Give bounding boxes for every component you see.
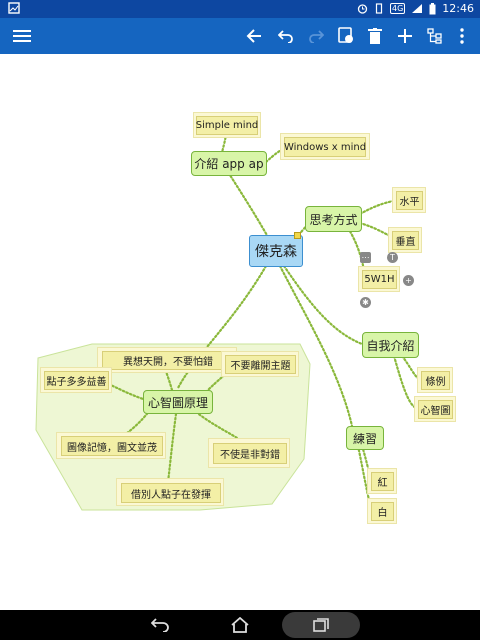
undo-icon — [278, 30, 293, 43]
link-root-principles — [176, 264, 268, 390]
trash-icon — [368, 28, 382, 44]
node-red[interactable]: 紅 — [371, 472, 394, 491]
status-right: 4G 12:46 — [357, 2, 474, 15]
tree-icon — [427, 28, 442, 44]
navigation-bar — [0, 610, 480, 640]
signal-icon — [412, 4, 423, 13]
root-handle[interactable] — [294, 232, 301, 239]
menu-icon — [13, 30, 31, 42]
node-5w1h[interactable]: 5W1H — [362, 270, 397, 289]
link-self-mindmap — [392, 354, 418, 410]
node-mindmap-frame: 心智圖 — [414, 396, 456, 422]
node-list[interactable]: 條例 — [421, 371, 450, 390]
root-node[interactable]: 傑克森 — [249, 235, 303, 267]
node-vertical-frame: 垂直 — [388, 227, 422, 253]
node-principle-1[interactable]: 異想天開，不要怕錯 — [102, 351, 234, 370]
node-horizontal-frame: 水平 — [392, 187, 426, 213]
plus-icon — [398, 29, 412, 43]
menu-button[interactable] — [8, 22, 36, 50]
node-horizontal[interactable]: 水平 — [396, 191, 423, 210]
layout-button[interactable] — [421, 22, 449, 50]
nav-recents-button[interactable] — [307, 615, 335, 635]
text-edit-icon[interactable]: T — [387, 252, 398, 263]
node-red-frame: 紅 — [367, 468, 397, 494]
delete-button[interactable] — [361, 22, 389, 50]
node-intro-windows-frame: Windows x mind — [280, 133, 370, 160]
home-icon — [231, 617, 249, 633]
link-root-intro — [226, 170, 274, 246]
style-button[interactable] — [332, 22, 360, 50]
arrow-left-icon — [246, 29, 261, 43]
clock: 12:46 — [442, 2, 474, 15]
node-practice[interactable]: 練習 — [346, 426, 384, 450]
node-principle-3[interactable]: 點子多多益善 — [44, 371, 109, 390]
node-self[interactable]: 自我介紹 — [362, 332, 419, 358]
link-root-practice — [278, 264, 354, 428]
node-intro-windows[interactable]: Windows x mind — [284, 137, 366, 157]
node-intro-simplemind[interactable]: Simple mind — [196, 116, 258, 135]
vibrate-icon — [375, 3, 383, 14]
node-principle-5[interactable]: 不使是非對錯 — [213, 443, 287, 464]
node-vertical[interactable]: 垂直 — [392, 231, 419, 250]
recents-pill — [282, 612, 360, 638]
more-button[interactable] — [448, 22, 476, 50]
node-menu-icon[interactable]: ⋯ — [360, 252, 371, 263]
node-5w1h-frame: 5W1H — [358, 266, 400, 292]
more-vert-icon — [460, 28, 464, 44]
status-left — [8, 2, 20, 17]
node-principle-2-frame: 不要離開主題 — [221, 351, 299, 377]
settings-gear-icon[interactable]: ✱ — [360, 297, 371, 308]
back-button[interactable] — [240, 22, 268, 50]
node-principle-4-frame: 圖像記憶，圖文並茂 — [56, 432, 166, 459]
node-intro-simplemind-frame: Simple mind — [193, 112, 261, 138]
node-principles[interactable]: 心智圖原理 — [143, 390, 213, 414]
redo-button[interactable] — [302, 22, 330, 50]
node-principle-6[interactable]: 借別人點子在發揮 — [121, 483, 221, 503]
node-principle-5-frame: 不使是非對錯 — [208, 438, 290, 468]
alarm-icon — [357, 4, 368, 14]
nav-home-button[interactable] — [226, 615, 254, 635]
node-white[interactable]: 白 — [371, 502, 394, 521]
nav-back-button[interactable] — [146, 615, 174, 635]
app-toolbar — [0, 18, 480, 54]
link-principles-6 — [166, 412, 178, 484]
image-notification-icon — [8, 2, 20, 14]
mindmap-canvas[interactable]: 傑克森 介紹 app ap Simple mind Windows x mind… — [0, 54, 480, 610]
node-list-frame: 條例 — [417, 367, 453, 393]
add-node-button[interactable] — [391, 22, 419, 50]
redo-icon — [309, 30, 324, 43]
network-type: 4G — [390, 3, 406, 14]
paint-icon — [338, 27, 353, 43]
node-principle-1-frame: 異想天開，不要怕錯 — [97, 347, 237, 373]
recents-icon — [313, 618, 329, 632]
node-principle-3-frame: 點子多多益善 — [40, 367, 112, 393]
node-intro[interactable]: 介紹 app ap — [191, 151, 267, 176]
add-child-icon[interactable]: + — [403, 275, 414, 286]
node-mindmap[interactable]: 心智圖 — [418, 400, 453, 419]
battery-icon — [429, 2, 436, 14]
link-thinking-5w1h — [346, 226, 366, 272]
node-principle-6-frame: 借別人點子在發揮 — [116, 478, 224, 506]
node-principle-2[interactable]: 不要離開主題 — [225, 355, 296, 374]
node-thinking[interactable]: 思考方式 — [305, 206, 362, 232]
status-bar: 4G 12:46 — [0, 0, 480, 18]
link-root-self — [282, 264, 364, 346]
node-principle-4[interactable]: 圖像記憶，圖文並茂 — [61, 436, 163, 456]
nav-back-icon — [151, 618, 169, 632]
node-white-frame: 白 — [367, 498, 397, 524]
undo-button[interactable] — [272, 22, 300, 50]
